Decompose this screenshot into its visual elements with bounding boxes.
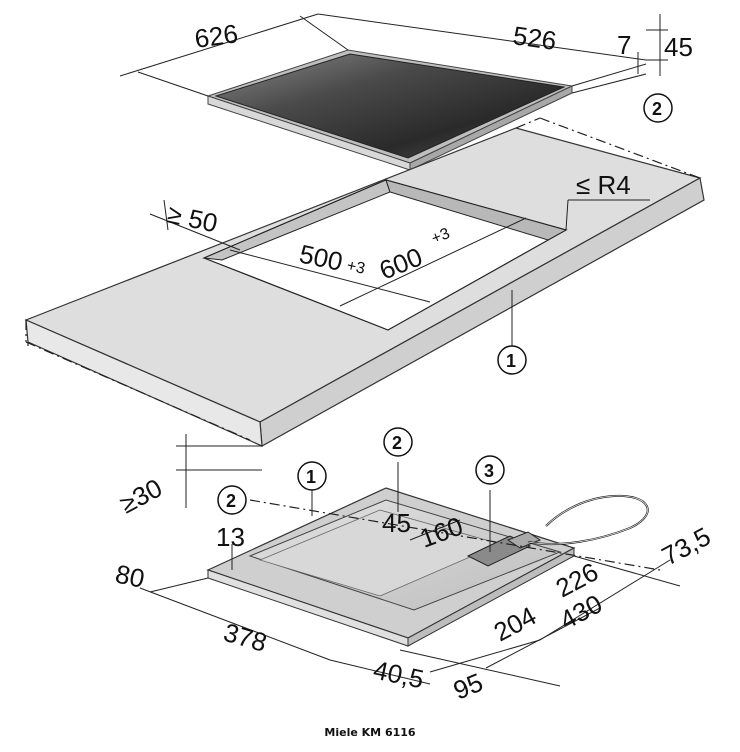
- dim-min-edge: ≥ 50: [165, 199, 221, 239]
- dim-378: 378: [220, 617, 270, 658]
- callout-2-top: 2: [643, 93, 673, 123]
- dim-radius: ≤ R4: [576, 170, 631, 200]
- dim-top-width: 626: [193, 18, 240, 54]
- callout-2-bottom-left: 2: [217, 485, 247, 515]
- dim-top-height: 45: [664, 32, 693, 62]
- dim-13: 13: [216, 522, 245, 552]
- svg-text:1: 1: [306, 467, 316, 487]
- hob-axis-line: [249, 499, 661, 571]
- dim-95: 95: [449, 667, 487, 706]
- hob-glass-top: [206, 49, 574, 171]
- bottom-dimension-lines: [139, 462, 681, 687]
- svg-text:3: 3: [484, 461, 494, 481]
- dim-40-5: 40,5: [371, 655, 427, 695]
- svg-text:2: 2: [652, 99, 662, 119]
- callout-3-bottom: 3: [475, 455, 505, 485]
- power-cable: [527, 494, 649, 545]
- dim-cutout-depth-tol: +3: [345, 257, 366, 277]
- hob-body: [206, 487, 576, 647]
- dim-cutout-width-tol: +3: [429, 225, 452, 248]
- dim-45-bottom: 45: [382, 508, 411, 538]
- dim-top-depth: 526: [511, 20, 558, 56]
- worktop: [24, 127, 705, 447]
- worktop-continuation-lines: [25, 117, 701, 441]
- dim-top-edge: 7: [617, 30, 631, 60]
- cutout-dimension-lines: [149, 199, 650, 508]
- dim-73-5: 73,5: [657, 521, 716, 571]
- dim-80: 80: [113, 559, 148, 594]
- svg-text:2: 2: [392, 433, 402, 453]
- model-caption: Miele KM 6116: [324, 726, 415, 739]
- svg-text:1: 1: [506, 351, 516, 371]
- dim-worktop-min: ≥30: [115, 473, 167, 520]
- callout-1-bottom: 1: [297, 461, 327, 491]
- callout-2-bottom: 2: [383, 427, 413, 457]
- top-dimension-lines: [119, 13, 668, 97]
- callout-1-worktop: 1: [497, 290, 527, 375]
- svg-text:2: 2: [226, 491, 236, 511]
- dim-204: 204: [489, 600, 541, 647]
